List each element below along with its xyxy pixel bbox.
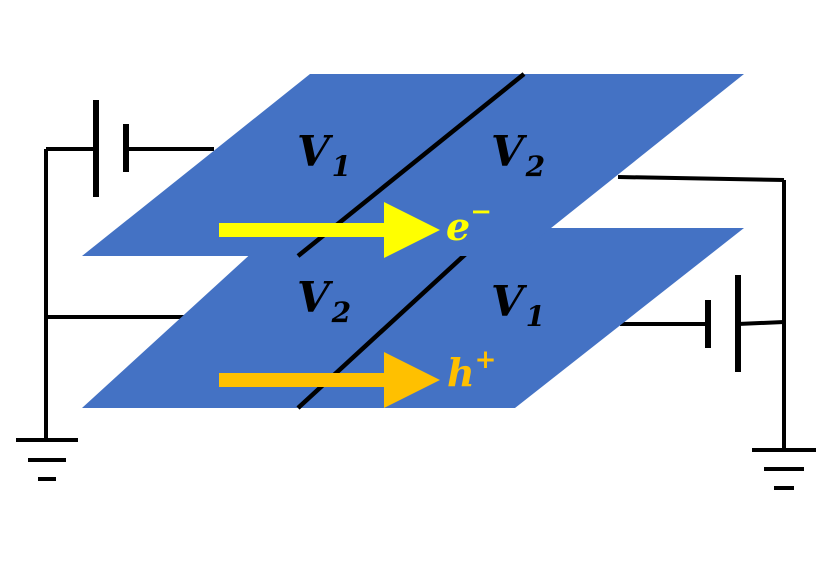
bottom-plate [82, 228, 744, 408]
bottom-left-voltage-label: V2 [297, 273, 351, 329]
right-battery-lead [737, 320, 785, 326]
left-circuit [16, 100, 214, 481]
top-plate-group: e− V1 V2 [82, 72, 744, 258]
hole-label: h+ [447, 345, 496, 395]
right-circuit [617, 175, 816, 490]
bottom-right-voltage-label: V1 [491, 277, 545, 333]
right-ground-icon [752, 448, 816, 490]
top-right-voltage-label: V2 [491, 127, 545, 183]
electron-label: e− [446, 197, 492, 249]
right-top-plate-lead [617, 175, 785, 182]
top-left-voltage-label: V1 [297, 127, 351, 183]
left-ground-icon [16, 438, 78, 481]
bottom-plate-group: h+ V2 V1 [82, 226, 744, 410]
